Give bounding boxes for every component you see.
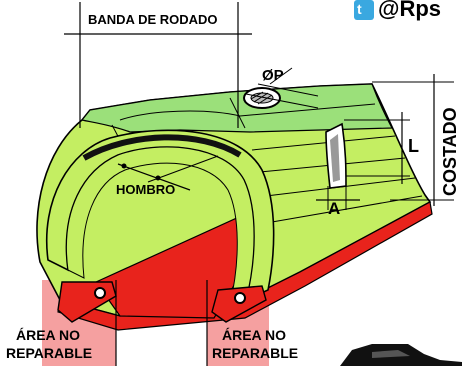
shoulder-dot-1: [121, 163, 127, 169]
shoulder-dot-2: [155, 175, 161, 181]
twitter-bird-icon: [354, 0, 374, 20]
tread-band: [80, 83, 393, 133]
label-shoulder: HOMBRO: [116, 182, 175, 197]
bead-right-circle: [234, 292, 246, 304]
label-non-repairable-right-2: REPARABLE: [212, 345, 298, 361]
puncture-hatch: [250, 91, 273, 105]
bead-left-circle: [94, 287, 106, 299]
puncture-dim-a: [245, 93, 319, 109]
label-dim-l: L: [408, 136, 419, 156]
label-tread-band: BANDA DE RODADO: [88, 12, 218, 27]
puncture-leader: [269, 67, 293, 85]
tread-groove-1: [119, 103, 376, 121]
label-non-repairable-right-1: ÁREA NO: [222, 327, 286, 343]
sidewall-cut-shade: [330, 134, 340, 182]
label-non-repairable-left-1: ÁREA NO: [16, 327, 80, 343]
car-window: [372, 350, 410, 358]
sidewall-rib-1: [251, 135, 396, 151]
puncture-dim-b: [257, 83, 319, 97]
label-diameter-p: ØP: [262, 67, 284, 84]
bead-right: [211, 285, 267, 323]
watermark-handle: @Rps: [378, 0, 442, 21]
label-dim-a: A: [328, 199, 340, 218]
shoulder-leader-1: [117, 163, 191, 191]
label-non-repairable-left-2: REPARABLE: [6, 345, 92, 361]
belt-arc: [82, 134, 242, 161]
twitter-glyph: t: [357, 1, 362, 17]
label-sidewall: COSTADO: [440, 107, 460, 196]
